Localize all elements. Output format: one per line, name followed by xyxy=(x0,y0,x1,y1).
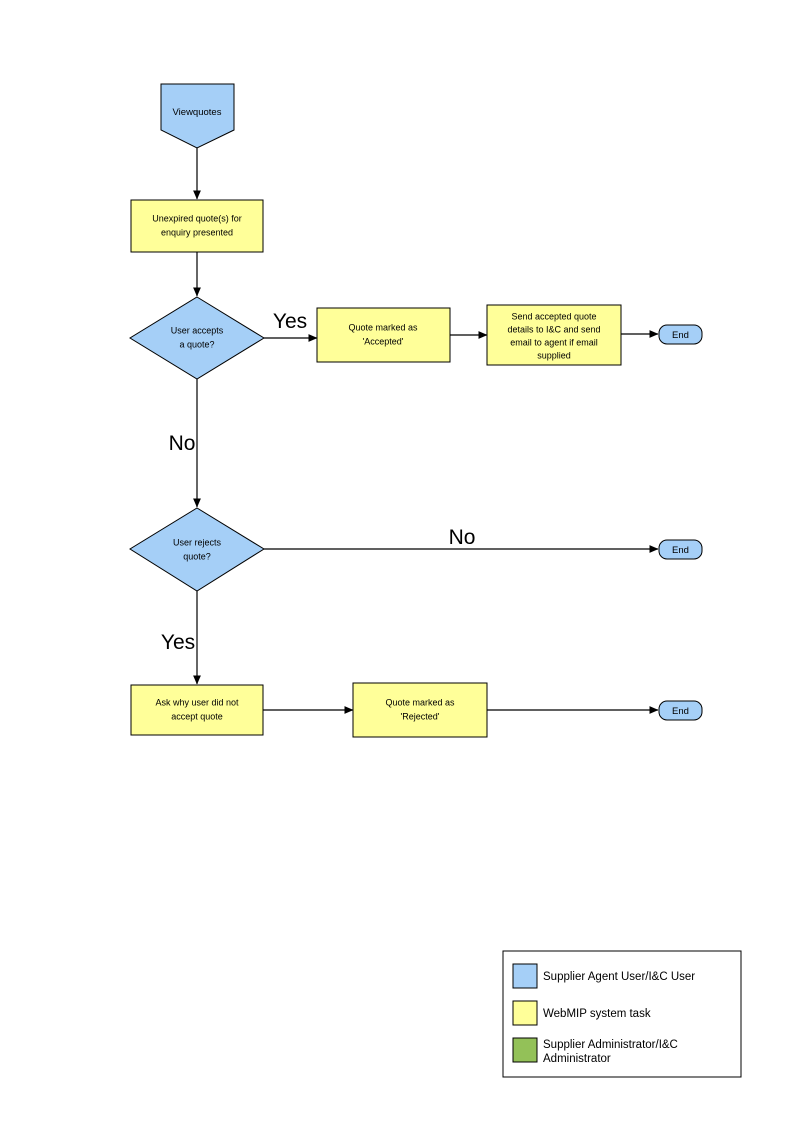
task-send-details-shape xyxy=(486,304,622,366)
node-end-rejected[interactable]: End xyxy=(658,700,703,721)
end-rejected-label: End xyxy=(672,706,689,717)
node-end-no-reject[interactable]: End xyxy=(658,539,703,560)
task-ask-why-label-line2: accept quote xyxy=(171,711,223,721)
legend-swatch-user-role xyxy=(512,963,538,989)
task-ask-why-label-line1: Ask why user did not xyxy=(155,697,239,707)
legend-item-webmip-system-task: WebMIP system task xyxy=(512,1000,651,1026)
end-rejected-shape xyxy=(658,700,703,721)
start-label: Viewquotes xyxy=(173,107,222,118)
task-accepted-shape xyxy=(316,307,451,363)
decision-reject-label-line1: User rejects xyxy=(173,537,222,547)
decision-accept-label-line2: a quote? xyxy=(179,339,214,349)
node-decision-user-accepts[interactable]: User accepts a quote? xyxy=(129,296,265,380)
task-accepted-label-line2: 'Accepted' xyxy=(363,336,404,346)
start-shape xyxy=(160,83,235,149)
node-start-viewquotes[interactable]: Viewquotes xyxy=(160,83,235,149)
task-unexpired-shape xyxy=(130,199,264,253)
task-rejected-shape xyxy=(352,682,488,738)
decision-accept-label-line1: User accepts xyxy=(171,325,224,335)
legend-item-supplier-administrator: Supplier Administrator/I&C Administrator xyxy=(512,1037,678,1065)
task-send-details-label-line3: email to agent if email xyxy=(510,337,598,347)
node-task-send-accepted-details[interactable]: Send accepted quote details to I&C and s… xyxy=(486,304,622,366)
legend-item-supplier-agent-user: Supplier Agent User/I&C User xyxy=(512,963,695,989)
task-ask-why-shape xyxy=(130,684,264,736)
end-no-reject-label: End xyxy=(672,545,689,556)
task-unexpired-label-line2: enquiry presented xyxy=(161,227,233,237)
decision-reject-shape xyxy=(129,507,265,592)
node-task-ask-why[interactable]: Ask why user did not accept quote xyxy=(130,684,264,736)
edge-label-accept-yes: Yes xyxy=(273,310,307,333)
node-decision-user-rejects[interactable]: User rejects quote? xyxy=(129,507,265,592)
node-task-quote-rejected[interactable]: Quote marked as 'Rejected' xyxy=(352,682,488,738)
node-end-accepted[interactable]: End xyxy=(658,324,703,345)
end-no-reject-shape xyxy=(658,539,703,560)
legend-label-administrator-line2: Administrator xyxy=(543,1053,611,1065)
node-task-unexpired-quotes[interactable]: Unexpired quote(s) for enquiry presented xyxy=(130,199,264,253)
task-unexpired-label-line1: Unexpired quote(s) for xyxy=(152,213,242,223)
task-rejected-label-line2: 'Rejected' xyxy=(401,711,440,721)
task-accepted-label-line1: Quote marked as xyxy=(348,322,418,332)
task-send-details-label-line2: details to I&C and send xyxy=(507,324,600,334)
end-accepted-shape xyxy=(658,324,703,345)
legend-box xyxy=(502,950,742,1078)
legend-swatch-system-task xyxy=(512,1000,538,1026)
task-send-details-label-line1: Send accepted quote xyxy=(511,311,596,321)
legend: Supplier Agent User/I&C User WebMIP syst… xyxy=(502,950,742,1078)
legend-swatch-administrator xyxy=(512,1037,538,1063)
decision-accept-shape xyxy=(129,296,265,380)
edge-labels-layer: Yes No No Yes xyxy=(161,310,476,654)
legend-label-user-role: Supplier Agent User/I&C User xyxy=(543,971,695,983)
legend-label-system-task: WebMIP system task xyxy=(543,1008,651,1020)
task-rejected-label-line1: Quote marked as xyxy=(385,697,455,707)
task-send-details-label-line4: supplied xyxy=(537,350,571,360)
edge-label-reject-yes: Yes xyxy=(161,631,195,654)
edges-layer xyxy=(193,148,659,714)
legend-label-administrator-line1: Supplier Administrator/I&C xyxy=(543,1039,678,1051)
end-accepted-label: End xyxy=(672,330,689,341)
edge-label-accept-no: No xyxy=(169,432,196,455)
edge-label-reject-no: No xyxy=(449,526,476,549)
node-task-quote-accepted[interactable]: Quote marked as 'Accepted' xyxy=(316,307,451,363)
decision-reject-label-line2: quote? xyxy=(183,551,211,561)
